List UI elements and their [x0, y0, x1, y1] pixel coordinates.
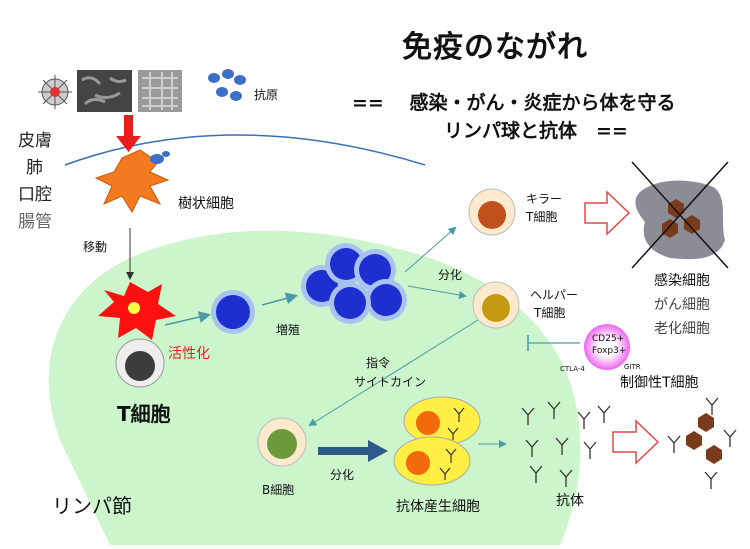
page-title: 免疫のながれ	[402, 30, 588, 65]
regulatory-t-cell	[584, 324, 630, 370]
lymph-node-label: リンパ節	[52, 494, 132, 518]
killer-t-label-line2: T細胞	[526, 210, 558, 224]
antigen-label: 抗原	[254, 88, 279, 102]
dendritic-cell-label: 樹状細胞	[178, 196, 234, 212]
proliferating-t-cell	[211, 290, 255, 334]
subtitle-line-1: == 感染・がん・炎症から体を守る	[352, 92, 676, 114]
neutralize-arrow	[612, 419, 660, 465]
body-surface-arc	[64, 134, 426, 166]
ctla4-label: CTLA-4	[560, 365, 585, 373]
b-cell-differentiation-arrow	[318, 440, 388, 462]
differentiation-label-bottom: 分化	[330, 468, 355, 482]
antigen-particles-icon	[208, 69, 246, 101]
migration-label: 移動	[83, 240, 108, 254]
dendritic-cell	[94, 149, 170, 214]
antibody-label: 抗体	[556, 493, 584, 509]
cytokine-label: サイトカイン	[354, 375, 427, 389]
virus-icon	[38, 75, 72, 109]
activation-label: 活性化	[168, 346, 210, 362]
foxp3-label: Foxp3+	[592, 346, 627, 356]
differentiation-label-top: 分化	[438, 268, 463, 282]
antibody-antigen-complex	[667, 397, 737, 489]
antigen-entry-arrow	[116, 115, 141, 152]
b-cell	[257, 417, 307, 467]
antibody-producing-cells	[393, 396, 481, 486]
cancer-cell-label: がん細胞	[654, 297, 710, 313]
bacteria-photo	[77, 70, 132, 112]
cd25-label: CD25+	[592, 334, 625, 344]
subtitle-line-2: リンパ球と抗体 ==	[444, 120, 628, 142]
regulatory-t-label: 制御性T細胞	[620, 375, 699, 391]
b-cell-label: B細胞	[262, 483, 295, 497]
skin-label: 皮膚	[18, 131, 52, 151]
oral-label: 口腔	[18, 185, 52, 205]
gitr-label: GITR	[624, 363, 641, 371]
command-label: 指令	[366, 356, 391, 370]
antibodies	[521, 401, 611, 487]
intestine-label: 腸管	[18, 212, 52, 232]
infected-cell-label: 感染細胞	[654, 273, 710, 289]
t-cell-label: T細胞	[117, 402, 171, 426]
helper-t-label-line2: T細胞	[534, 306, 566, 320]
killer-t-cell	[468, 188, 516, 236]
t-cell	[115, 338, 165, 388]
attack-arrow	[584, 190, 631, 236]
aging-cell-label: 老化細胞	[654, 321, 710, 337]
infected-cell	[631, 161, 729, 269]
lung-label: 肺	[26, 158, 43, 178]
plasma-cell-label: 抗体産生細胞	[396, 499, 480, 515]
helper-t-label-line1: ヘルパー	[530, 288, 579, 302]
helper-t-cell	[472, 281, 520, 329]
killer-t-label-line1: キラー	[526, 192, 563, 206]
proliferation-label: 増殖	[276, 323, 301, 337]
proliferated-t-cell-cluster	[301, 243, 407, 324]
